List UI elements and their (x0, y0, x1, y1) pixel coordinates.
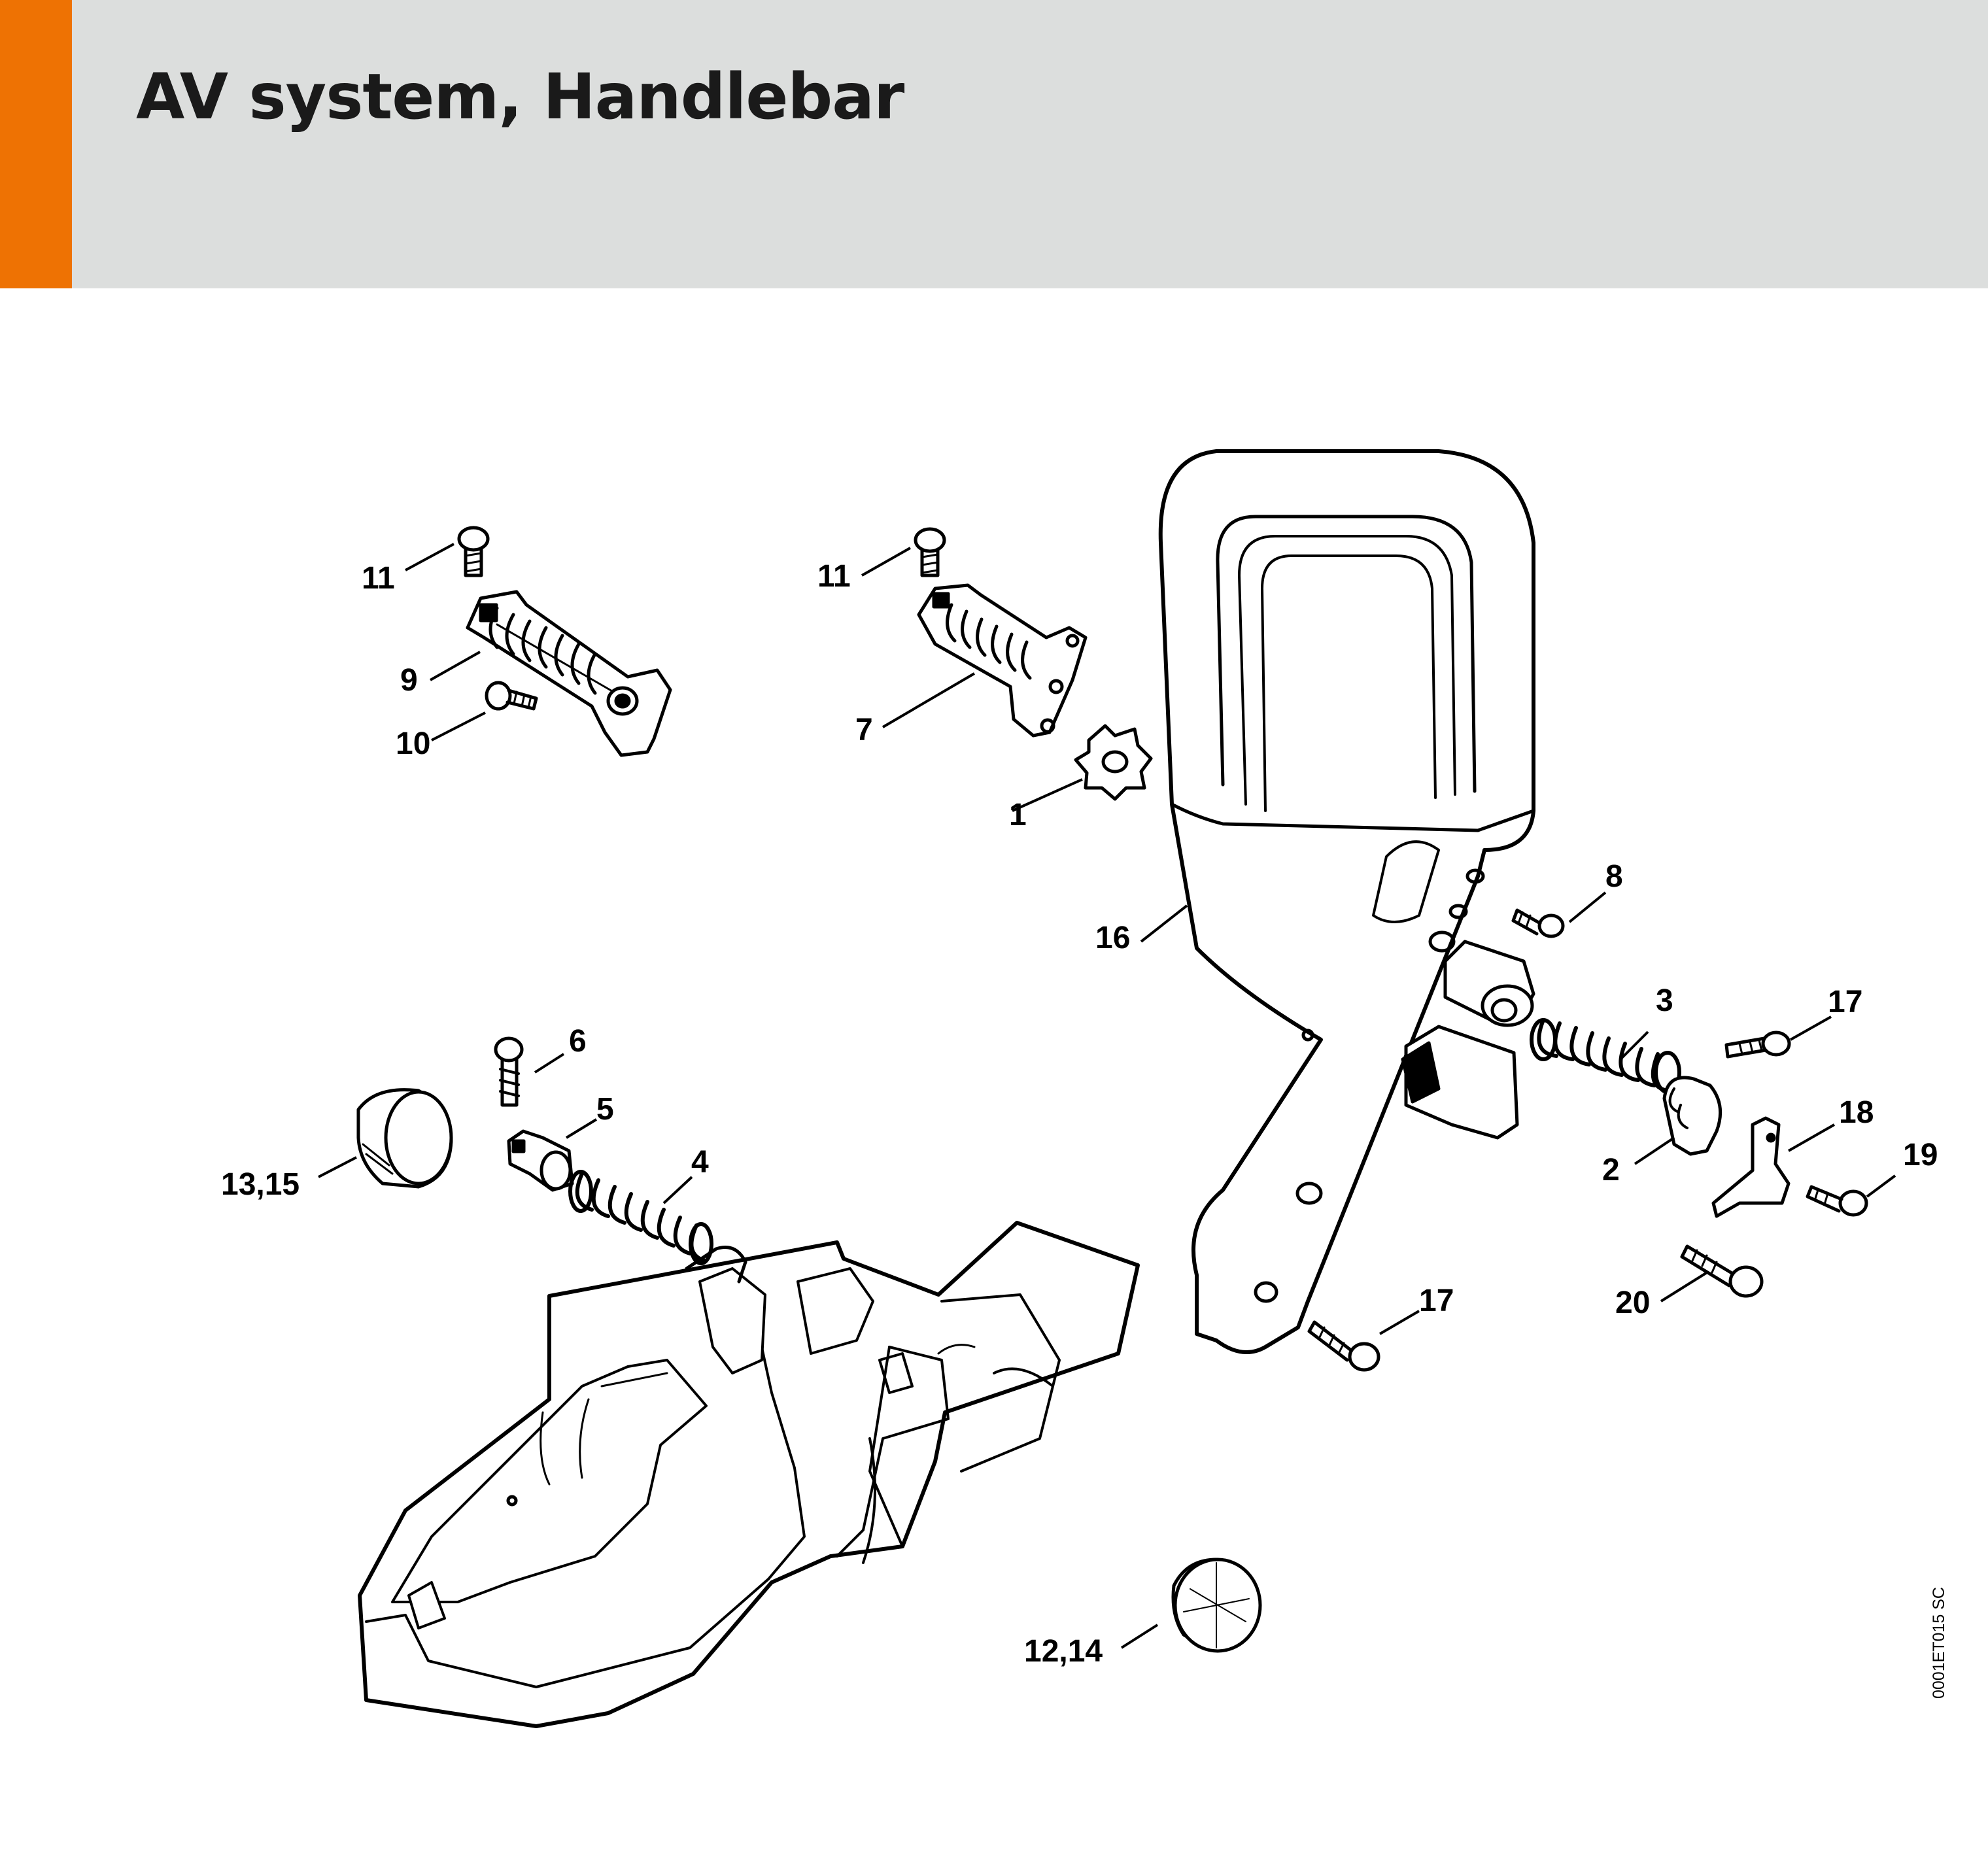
callout-11-right: 11 (817, 559, 851, 594)
screw-6-part (494, 1036, 524, 1107)
callout-6: 6 (569, 1024, 587, 1059)
handlebar-part (1158, 449, 1535, 1354)
callout-9: 9 (400, 663, 418, 698)
spring-4-part (568, 1170, 713, 1265)
screw-10-part (485, 681, 538, 711)
callout-8: 8 (1605, 859, 1623, 894)
buffer-2-part (1662, 1076, 1722, 1156)
spring-3-part (1530, 1018, 1681, 1094)
callout-17-lower: 17 (1419, 1284, 1454, 1318)
callout-12-14: 12,14 (1024, 1634, 1103, 1669)
callout-3: 3 (1656, 983, 1673, 1018)
screw-17-lower-part (1307, 1320, 1380, 1372)
callout-5: 5 (596, 1092, 614, 1127)
tank-housing-part (358, 1221, 1140, 1728)
illustration-code: 0001ET015 SC (1930, 1587, 1948, 1699)
callout-16: 16 (1095, 921, 1130, 955)
callout-13-15: 13,15 (221, 1167, 300, 1202)
screw-20-part (1680, 1244, 1764, 1298)
accent-bar (0, 0, 72, 288)
buffer-9-part (466, 590, 672, 757)
callout-11-left: 11 (362, 561, 395, 596)
plug-13-15-part (356, 1088, 453, 1189)
callout-4: 4 (691, 1145, 709, 1180)
callout-7: 7 (855, 713, 873, 747)
leader-lines (318, 543, 1896, 1649)
callout-2: 2 (1602, 1153, 1620, 1187)
header-band (0, 0, 1988, 288)
plug-5-part (507, 1129, 574, 1192)
callout-19: 19 (1903, 1138, 1938, 1172)
callouts: 11 9 10 11 7 1 16 8 3 17 6 5 4 13,15 2 1… (221, 559, 1938, 1669)
page-title: AV system, Handlebar (136, 60, 904, 133)
callout-1: 1 (1009, 798, 1027, 832)
buffer-7-part (917, 583, 1088, 738)
callout-10: 10 (396, 726, 430, 761)
screw-19-part (1806, 1185, 1868, 1217)
plate-18-part (1711, 1116, 1791, 1218)
plug-12-14-part (1171, 1558, 1262, 1653)
washer-1-part (1074, 724, 1153, 801)
callout-17-upper: 17 (1828, 985, 1862, 1019)
callout-18: 18 (1839, 1095, 1874, 1130)
callout-20: 20 (1615, 1286, 1650, 1320)
screw-8-part (1511, 908, 1565, 938)
screw-11-left-part (457, 526, 490, 577)
screw-17-upper-part (1724, 1031, 1791, 1059)
screw-11-right-part (914, 527, 946, 577)
